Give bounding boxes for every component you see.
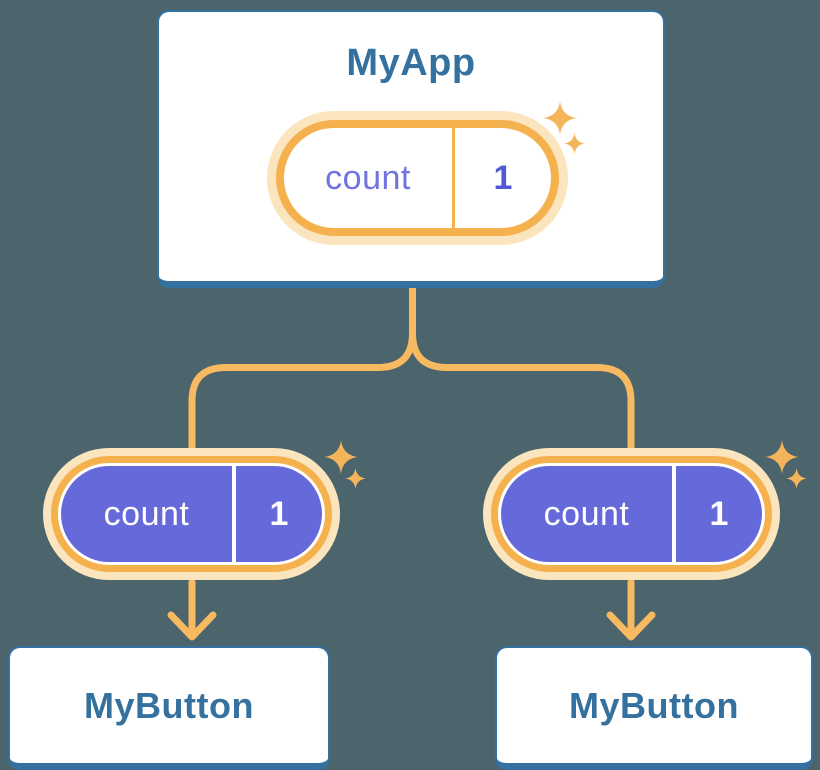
component-card-root: MyApp (157, 10, 665, 288)
prop-pill-value: 1 (709, 494, 729, 533)
sparkle-icon (765, 440, 799, 474)
state-pill-label: count (325, 158, 411, 197)
sparkle-icon (564, 133, 585, 154)
sparkle-icon (345, 468, 366, 489)
component-title: MyApp (346, 42, 476, 84)
pill-divider (672, 466, 676, 562)
prop-pill: count 1 (491, 456, 772, 572)
prop-pill-label: count (543, 494, 630, 533)
pill-divider (232, 466, 236, 562)
arrow-down-icon (606, 578, 656, 641)
state-pill: count 1 (276, 120, 559, 236)
component-card-child-right: MyButton (495, 646, 813, 770)
sparkle-icon (786, 468, 807, 489)
state-pill-value: 1 (493, 158, 513, 197)
arrow-down-icon (167, 578, 217, 641)
prop-pill-value: 1 (269, 494, 289, 533)
prop-pill-label: count (103, 494, 190, 533)
branch-right-line (409, 287, 635, 454)
prop-pill: count 1 (51, 456, 332, 572)
component-card-child-left: MyButton (8, 646, 330, 770)
sparkle-icon (543, 101, 577, 135)
component-title: MyButton (84, 684, 254, 726)
pill-divider (452, 128, 455, 228)
sparkle-icon (324, 440, 358, 474)
component-title: MyButton (569, 684, 739, 726)
branch-left-line (188, 287, 416, 454)
